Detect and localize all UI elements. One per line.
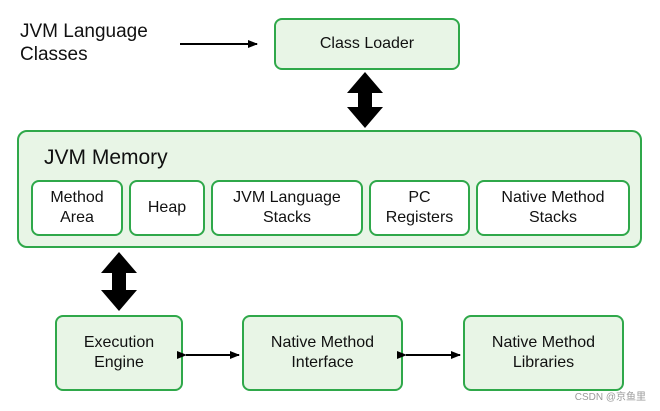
- input-label-jvm-language-classes: JVM Language Classes: [20, 21, 148, 65]
- memory-execution-engine-arrow: [101, 252, 137, 311]
- execution-engine-box: Execution Engine: [55, 315, 183, 391]
- class-loader-label: Class Loader: [319, 35, 415, 52]
- watermark: CSDN @京鱼里: [574, 392, 646, 403]
- heap-box: Heap: [129, 180, 205, 236]
- jvm-memory-title: JVM Memory: [44, 146, 168, 169]
- class-loader-box: Class Loader: [274, 18, 460, 70]
- pc-registers-box: PC Registers: [369, 180, 470, 236]
- class-loader-memory-arrow: [347, 72, 383, 128]
- native-method-libraries-box: Native Method Libraries: [463, 315, 624, 391]
- method-area-box: Method Area: [31, 180, 123, 236]
- native-method-stacks-box: Native Method Stacks: [476, 180, 630, 236]
- jvm-language-stacks-box: JVM Language Stacks: [211, 180, 363, 236]
